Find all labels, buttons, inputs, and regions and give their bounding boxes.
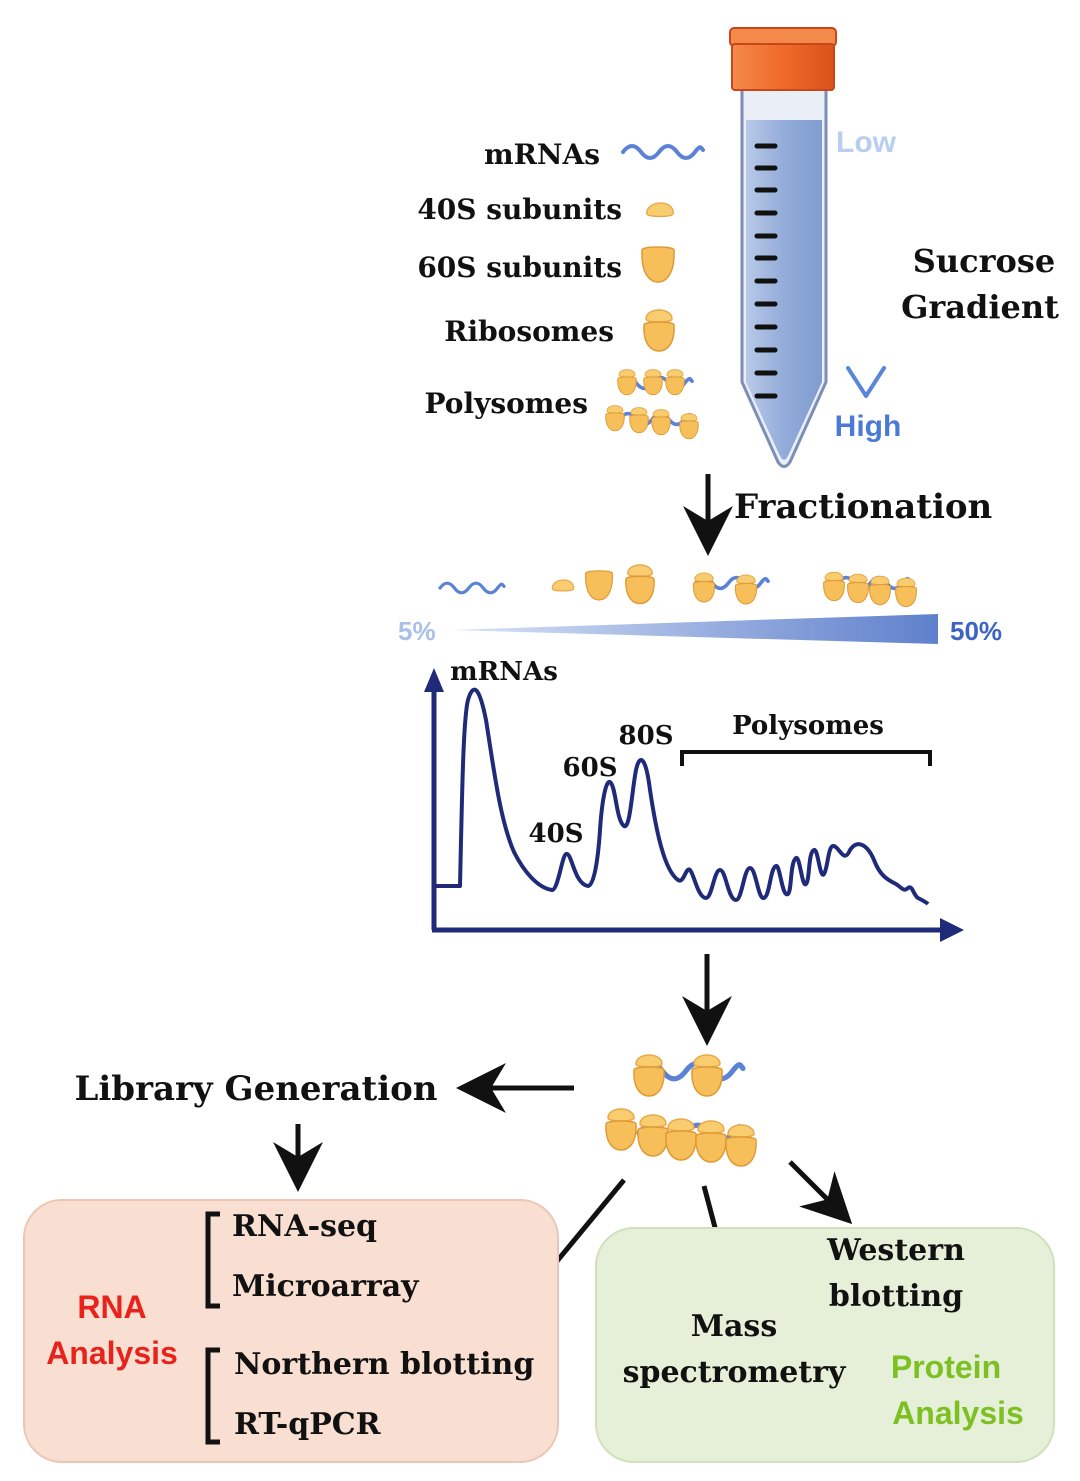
x-axis-arrow-icon [940, 918, 964, 942]
y-axis-arrow-icon [424, 668, 444, 692]
legend-ribosomes-label: Ribosomes [444, 315, 614, 348]
gradient-end-label: 50% [950, 616, 1002, 646]
library-generation-label: Library Generation [74, 1069, 437, 1109]
legend-mrnas-label: mRNAs [484, 138, 600, 171]
legend-polysomes-label: Polysomes [424, 387, 588, 420]
western-line1: Western [826, 1233, 965, 1268]
method-northern-blotting: Northern blotting [234, 1347, 534, 1382]
legend-60s-label: 60S subunits [417, 251, 622, 284]
arrow-down-icon [846, 366, 886, 398]
protein-analysis-title-line1: Protein [891, 1349, 1001, 1385]
mrna-icon [623, 146, 703, 158]
to-western-arrow-icon [788, 1160, 853, 1225]
method-rt-qpcr: RT-qPCR [234, 1407, 382, 1442]
density-arrow: Low High [835, 126, 902, 443]
fractionation-label: Fractionation [734, 487, 992, 527]
fraction-60s-icon [584, 570, 614, 601]
protein-analysis-panel: Western blotting Mass spectrometry Prote… [595, 1227, 1055, 1463]
fraction-mrna-icon [438, 581, 506, 595]
high-label: High [835, 410, 902, 443]
tube-graduations [754, 143, 778, 399]
gradient-wedge: 5% 50% [398, 614, 1002, 646]
sucrose-label: Sucrose [913, 242, 1055, 280]
western-line2: blotting [829, 1279, 963, 1314]
legend: mRNAs 40S subunits 60S subunits Ribosome… [417, 138, 703, 440]
gradient-label: Gradient [901, 288, 1059, 326]
rna-analysis-title-line2: Analysis [46, 1335, 178, 1371]
peak-mrnas-label: mRNAs [450, 657, 558, 687]
fractions-row [438, 564, 917, 608]
method-rna-seq: RNA-seq [232, 1209, 377, 1244]
method-microarray: Microarray [232, 1269, 420, 1304]
gradient-start-label: 5% [398, 616, 436, 646]
ribosome-icon [643, 309, 675, 352]
polysome-profile-plot: mRNAs 40S 60S 80S Polysomes [424, 657, 964, 942]
rna-bracket-lower [205, 1347, 220, 1445]
rna-bracket-upper [205, 1211, 220, 1309]
mass-spec-line2: spectrometry [623, 1355, 847, 1390]
60s-subunit-icon [641, 246, 675, 283]
rna-analysis-title-line1: RNA [77, 1289, 146, 1325]
legend-40s-label: 40S subunits [417, 193, 622, 226]
protein-analysis-title-line2: Analysis [892, 1395, 1024, 1431]
isolated-polysomes [605, 1054, 757, 1167]
polysome-icon [605, 369, 699, 440]
mass-spec-line1: Mass [691, 1309, 777, 1344]
fraction-40s-icon [551, 579, 575, 592]
absorbance-trace [436, 687, 930, 906]
polysome-bracket [680, 750, 932, 766]
peak-60s-label: 60S [563, 753, 618, 783]
rna-analysis-panel: RNA Analysis RNA-seq Microarray Northern… [23, 1199, 559, 1463]
polysomes-region-label: Polysomes [732, 711, 884, 741]
fraction-ribosome-icon [625, 564, 655, 605]
40s-subunit-icon [646, 202, 674, 218]
low-label: Low [836, 126, 897, 159]
peak-80s-label: 80S [619, 721, 674, 751]
centrifuge-tube [729, 27, 837, 468]
peak-40s-label: 40S [529, 819, 584, 849]
